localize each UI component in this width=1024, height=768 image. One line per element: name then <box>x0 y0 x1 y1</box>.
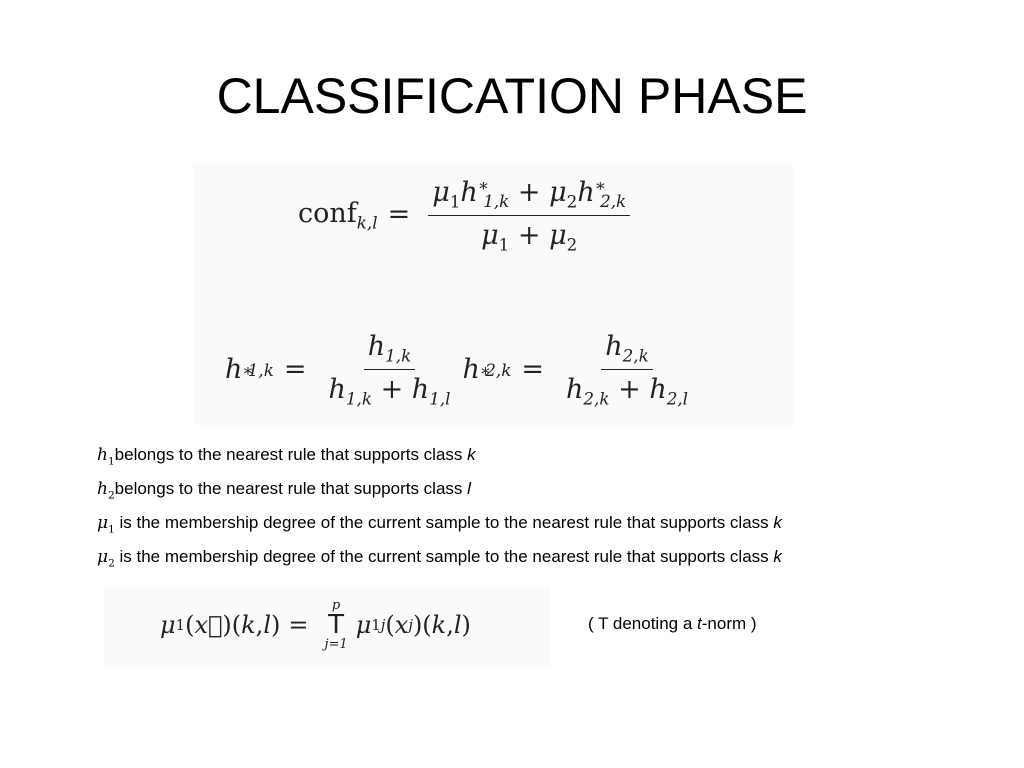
symbol: μ2 <box>97 547 115 570</box>
description-h1: h1belongs to the nearest rule that suppo… <box>97 445 476 468</box>
formula-image-confidence: confk,l = μ1h∗1,k + μ2h∗2,k μ1 + μ2 h∗1,… <box>193 163 793 425</box>
confidence-formula: confk,l = μ1h∗1,k + μ2h∗2,k μ1 + μ2 <box>298 175 638 255</box>
description-h2: h2belongs to the nearest rule that suppo… <box>97 479 471 502</box>
symbol: h1 <box>97 445 115 468</box>
t-norm-note: ( T denoting a t-norm ) <box>588 614 757 633</box>
description-mu1: μ1 is the membership degree of the curre… <box>97 513 782 536</box>
slide-title: CLASSIFICATION PHASE <box>216 68 808 124</box>
symbol: h2 <box>97 479 115 502</box>
normalized-h-formulas: h∗1,k = h1,k h1,k + h1,l h∗2,k = h2,k h2… <box>225 331 689 409</box>
symbol: μ1 <box>97 513 115 536</box>
description-mu2: μ2 is the membership degree of the curre… <box>97 547 782 570</box>
t-norm-operator: p T j=1 <box>324 598 348 652</box>
